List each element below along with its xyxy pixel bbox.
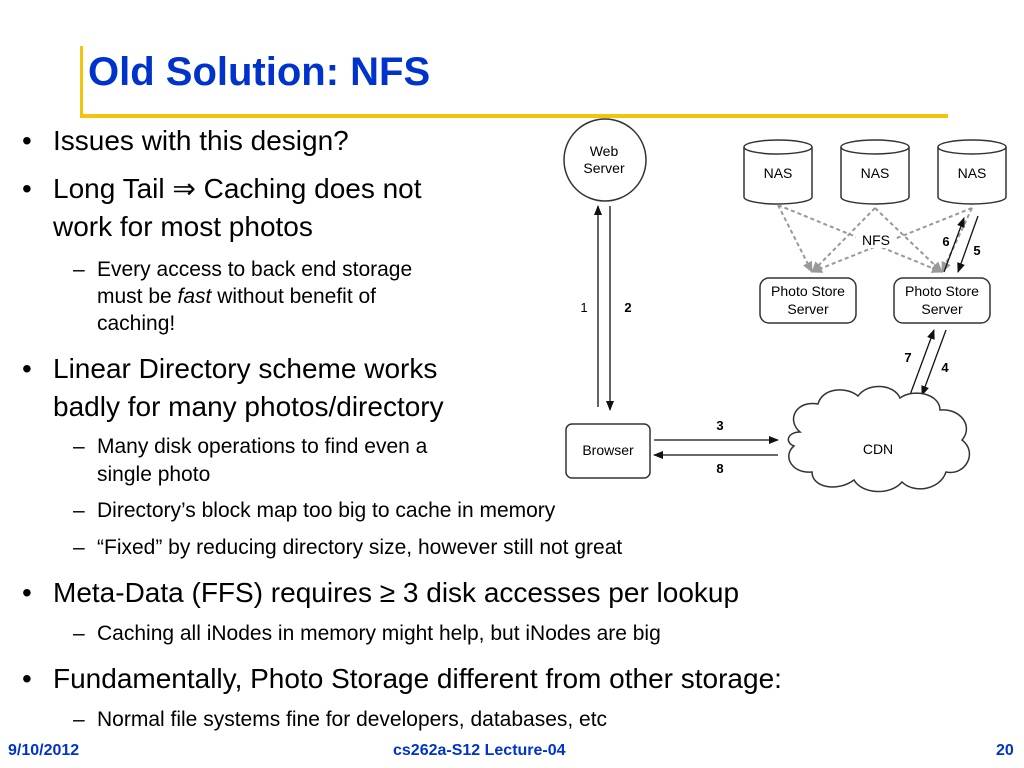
arrow-step-4 (921, 329, 947, 396)
web-server-label-1: Web (590, 143, 619, 159)
sub-dash: – (73, 435, 85, 458)
step-5-label: 5 (973, 243, 980, 258)
arrow-step-6 (943, 217, 965, 273)
sub-text-caching: caching! (97, 312, 176, 335)
footer-page-number: 20 (996, 742, 1014, 759)
arrow-step-5 (957, 215, 979, 273)
photo-store-server-2 (893, 277, 991, 324)
sub-text-every-access: Every access to back end storage (97, 258, 413, 281)
sub-dash: – (73, 622, 85, 645)
step-7-label: 7 (904, 350, 911, 365)
nas-label-3: NAS (958, 165, 987, 181)
browser-node (565, 423, 651, 479)
sub-text-normal-fs: Normal file systems fine for developers,… (97, 708, 608, 731)
long-tail-part1: Long Tail (53, 173, 173, 204)
bullet-text-linear-dir-line2: badly for many photos/directory (53, 391, 444, 422)
bullet-text-long-tail-line2: work for most photos (53, 211, 313, 242)
fast-emphasis: fast (177, 285, 212, 308)
sub-dash: – (73, 499, 85, 522)
step-1-label: 1 (580, 300, 587, 315)
cdn-label: CDN (863, 441, 893, 457)
step-2-label: 2 (624, 300, 631, 315)
sub-text-caching-inodes: Caching all iNodes in memory might help,… (97, 622, 661, 645)
nas-node-1 (743, 139, 813, 205)
web-server-label-2: Server (583, 160, 625, 176)
bullet-dot: • (22, 173, 32, 204)
sub-text-fixed: “Fixed” by reducing directory size, howe… (97, 536, 623, 559)
bullet-text-fundamentally: Fundamentally, Photo Storage different f… (53, 663, 782, 694)
long-tail-part2: Caching does not (195, 173, 422, 204)
web-server-node (563, 118, 647, 202)
nas-label-2: NAS (861, 165, 890, 181)
bullet-dot: • (22, 125, 32, 156)
must-be-text: must be (97, 285, 178, 308)
arrow-step-7 (909, 329, 935, 396)
nfs-label-bg (856, 232, 896, 248)
bullet-dot: • (22, 577, 32, 608)
bullet-text-linear-dir: Linear Directory scheme works (53, 353, 438, 384)
title-accent-left (80, 46, 83, 118)
without-benefit-text: without benefit of (211, 285, 377, 308)
step-3-label: 3 (716, 418, 723, 433)
bullet-text-meta-data: Meta-Data (FFS) requires ≥ 3 disk access… (53, 577, 740, 608)
nfs-connections (777, 204, 973, 273)
footer-course: cs262a-S12 Lecture-04 (393, 742, 566, 759)
pss2-label-1: Photo Store (905, 283, 979, 299)
sub-text-single-photo: single photo (97, 463, 211, 486)
title-underline (80, 114, 948, 118)
bullet-dot: • (22, 663, 32, 694)
sub-dash: – (73, 536, 85, 559)
bullet-text-long-tail: Long Tail ⇒ Caching does not (53, 172, 422, 206)
sub-text-many-disk-ops: Many disk operations to find even a (97, 435, 428, 458)
footer-date: 9/10/2012 (8, 742, 80, 759)
sub-dash: – (73, 708, 85, 731)
photo-store-server-1 (759, 277, 857, 324)
slide-title: Old Solution: NFS (88, 50, 431, 94)
implies-arrow: ⇒ (172, 173, 196, 204)
pss1-label-2: Server (787, 301, 829, 317)
bullet-dot: • (22, 353, 32, 384)
step-4-label: 4 (941, 360, 949, 375)
nas-node-3 (937, 139, 1007, 205)
step-6-label: 6 (942, 234, 949, 249)
nas-node-2 (840, 139, 910, 205)
nas-label-1: NAS (764, 165, 793, 181)
sub-text-must-be-fast: must be fast without benefit of (97, 284, 376, 310)
sub-text-block-map: Directory’s block map too big to cache i… (97, 499, 556, 522)
step-8-label: 8 (716, 461, 723, 476)
pss2-label-2: Server (921, 301, 963, 317)
browser-label: Browser (582, 442, 634, 458)
sub-dash: – (73, 258, 85, 281)
nfs-label: NFS (862, 232, 890, 248)
pss1-label-1: Photo Store (771, 283, 845, 299)
bullet-text-issues: Issues with this design? (53, 125, 349, 156)
cdn-cloud (787, 385, 971, 493)
